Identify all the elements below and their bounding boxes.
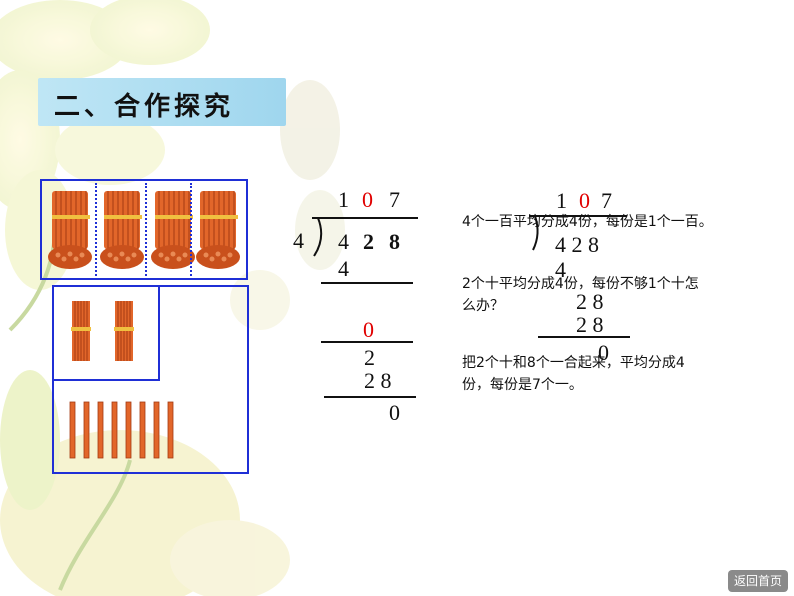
- quotient-digit-tens: 0: [362, 187, 373, 212]
- step-line-2: [321, 341, 413, 343]
- tens-box: [52, 285, 160, 381]
- ten-bundles-image: [71, 300, 135, 362]
- note-tens: 2个十平均分成4份，每份不够1个十怎么办？: [462, 276, 699, 314]
- ghost-row-2: 2 8: [576, 289, 604, 314]
- note-ones: 把2个十和8个一合起来，平均分成4份，每份是7个一。: [462, 355, 685, 393]
- ghost-division-bracket: [529, 215, 627, 251]
- ones-sticks-image: [69, 401, 174, 459]
- step-final-remainder: 0: [389, 400, 400, 425]
- ghost-row-4: 0: [598, 340, 609, 365]
- hundreds-box: [40, 179, 248, 280]
- section-title: 二、合作探究: [54, 92, 235, 122]
- return-home-button[interactable]: 返回首页: [728, 570, 788, 592]
- ghost-quotient-1: 1: [556, 188, 567, 213]
- divisor: 4: [293, 228, 304, 253]
- quotient-digit-ones: 7: [389, 187, 400, 212]
- hundred-bundles-image: [48, 190, 241, 270]
- ghost-line: [538, 336, 630, 338]
- step-remainder-tens: 2: [364, 345, 375, 370]
- section-title-bar: 二、合作探究: [38, 78, 286, 126]
- ghost-quotient-0: 0: [579, 188, 590, 213]
- step-subtract-ones: 2 8: [364, 368, 392, 393]
- step-tens-zero: 0: [363, 317, 374, 342]
- quotient-digit-hundreds: 1: [338, 187, 349, 212]
- dividend-digit-ones: 8: [389, 229, 400, 254]
- ghost-row-1: 4: [555, 257, 566, 282]
- ghost-dividend: 4 2 8: [555, 232, 599, 257]
- step-subtract-hundreds: 4: [338, 256, 349, 281]
- step-line-1: [321, 282, 413, 284]
- dividend-digit-tens: 2: [363, 229, 374, 254]
- ghost-quotient-7: 7: [601, 188, 612, 213]
- note-hundreds: 4个一百平均分成4份，每份是1个一百。: [462, 214, 713, 230]
- step-line-3: [324, 396, 416, 398]
- ghost-row-3: 2 8: [576, 312, 604, 337]
- dividend-digit-hundreds: 4: [338, 229, 349, 254]
- division-bracket: [312, 217, 418, 257]
